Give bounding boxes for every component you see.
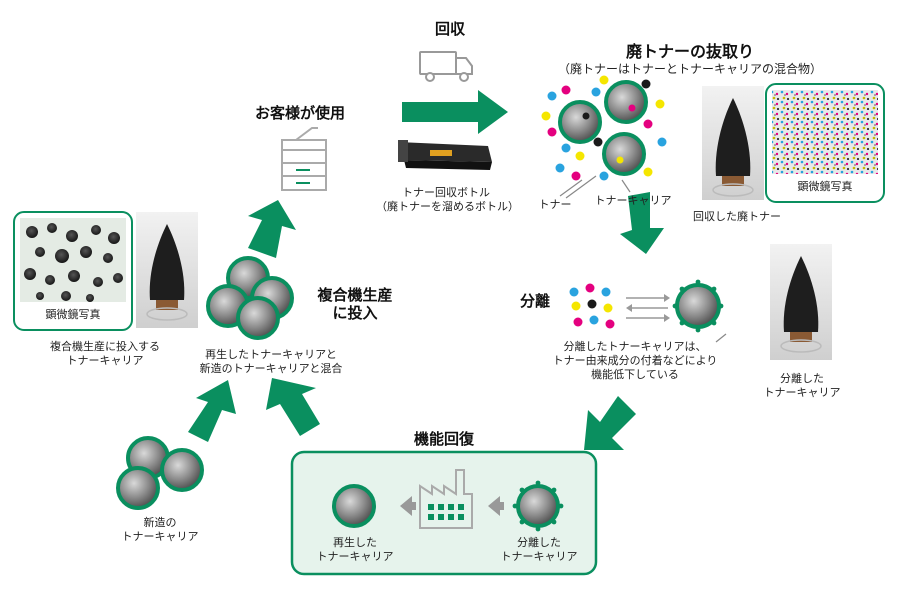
carrier-for-mfp-label-2: トナーキャリア (66, 354, 144, 367)
bottle-label-1: トナー回収ボトル (402, 186, 490, 199)
recovered-waste-toner-label: 回収した廃トナー (693, 210, 781, 223)
toner-carrier-label: トナーキャリア (594, 194, 672, 207)
separated-in-box-label-1: 分離した (517, 536, 561, 549)
carrier-cluster-mix (206, 256, 294, 340)
flow-arrows (188, 90, 664, 450)
separation-diagram (569, 279, 727, 343)
separated-carrier-photo (770, 244, 832, 360)
arrow-from-new-carrier (188, 380, 236, 442)
separation-title: 分離 (519, 292, 550, 310)
regenerated-label-2: トナーキャリア (316, 550, 394, 563)
recovery-title: 回収 (434, 20, 465, 38)
arrow-to-recovery (584, 396, 636, 450)
arrow-to-customer (248, 200, 296, 258)
customer-use-title: お客様が使用 (254, 104, 345, 122)
separated-carrier-label-1: 分離した (780, 372, 824, 385)
carrier-for-mfp-label-1: 複合機生産に投入する (50, 340, 160, 353)
toner-bottle-icon (398, 140, 492, 170)
new-carrier-label-2: トナーキャリア (121, 530, 199, 543)
bottle-label-2: （廃トナーを溜めるボトル） (376, 200, 519, 213)
microscope-photo-right (765, 83, 885, 203)
truck-icon (419, 51, 473, 82)
extraction-title: 廃トナーの抜取り (625, 42, 754, 61)
separation-note-3: 機能低下している (591, 368, 679, 381)
mix-label-2: 新造のトナーキャリアと混合 (199, 362, 343, 375)
microscope-photo-left (13, 211, 133, 331)
arrow-to-separation (620, 192, 664, 254)
arrow-from-recovery (266, 378, 320, 436)
separated-in-box-label-2: トナーキャリア (500, 550, 578, 563)
reinput-title-2: に投入 (332, 304, 378, 322)
toner-label: トナー (538, 198, 572, 211)
mix-label-1: 再生したトナーキャリアと (205, 348, 337, 361)
factory-icon (419, 469, 473, 529)
separation-note-2: トナー由来成分の付着などにより (552, 354, 718, 367)
toner-particle-cluster (541, 75, 667, 199)
separation-note-1: 分離したトナーキャリアは、 (563, 340, 707, 353)
new-carrier-label-1: 新造の (143, 516, 177, 529)
separated-carrier-label-2: トナーキャリア (763, 386, 841, 399)
extraction-subtitle: （廃トナーはトナーとトナーキャリアの混合物） (557, 62, 822, 76)
reinput-title-1: 複合機生産 (317, 286, 393, 304)
new-carrier-cluster (116, 436, 204, 510)
microscope-label-left: 顕微鏡写真 (45, 308, 101, 321)
carrier-bottle-photo (136, 212, 198, 328)
function-recovery-box (290, 450, 598, 576)
waste-toner-photo (702, 86, 764, 200)
arrow-to-extraction (402, 90, 508, 134)
function-recovery-title: 機能回復 (413, 430, 474, 448)
multifunction-printer-icon (281, 127, 327, 191)
microscope-label-right: 顕微鏡写真 (797, 180, 853, 193)
regenerated-label-1: 再生した (333, 536, 377, 549)
